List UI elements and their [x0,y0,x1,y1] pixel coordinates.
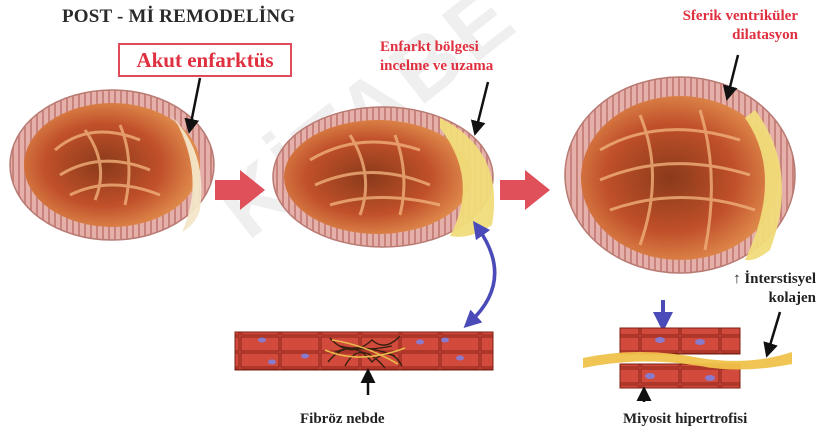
transition-arrow-2 [500,170,550,210]
blue-link-arrow-fibrosis [470,228,495,322]
pointer-thinning [476,82,488,130]
hypertrophy-tissue [583,328,792,388]
heart-thinning [273,107,494,247]
heart-acute [10,90,214,240]
heart-dilated [565,77,795,273]
transition-arrow-1 [215,170,265,210]
fibrosis-tissue [235,332,493,370]
pointer-collagen [768,312,780,352]
